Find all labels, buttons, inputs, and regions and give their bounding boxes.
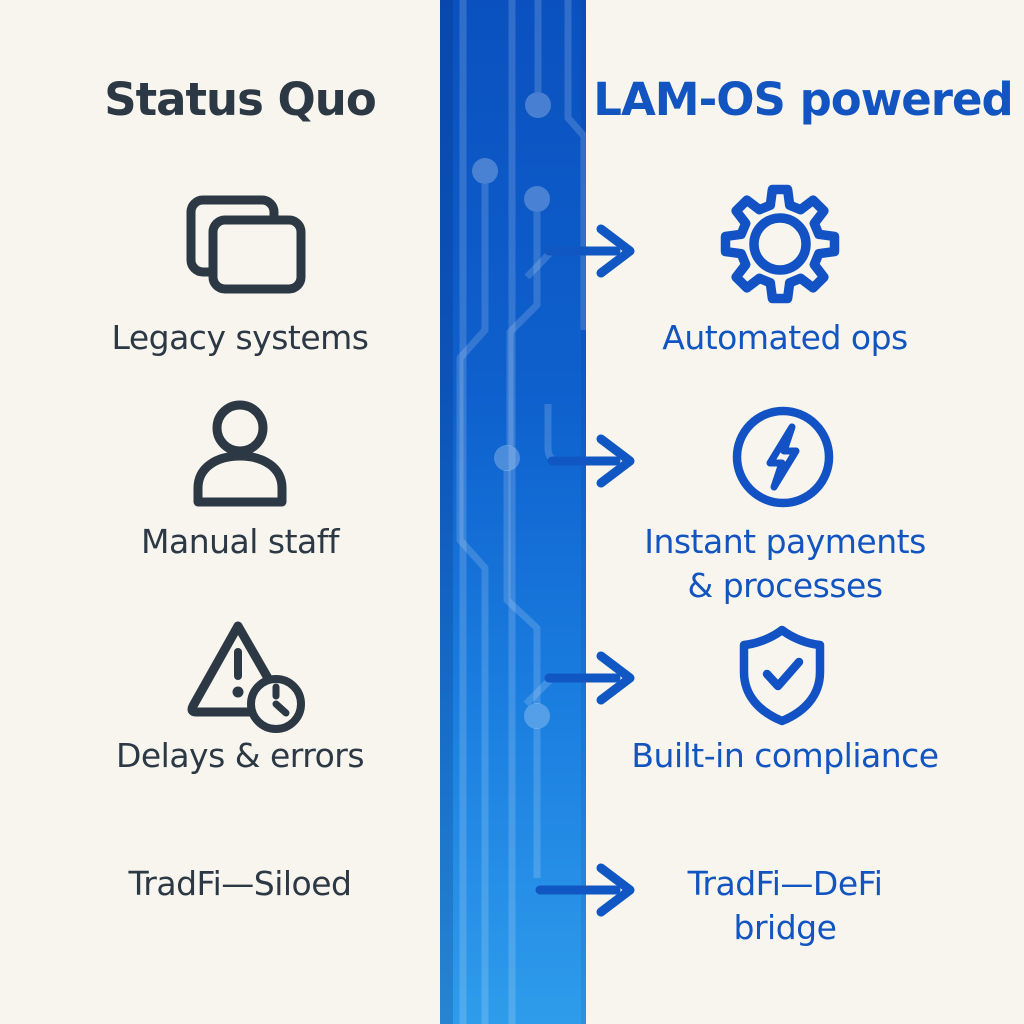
instant-payments-line2: & processes [687,566,883,605]
arrow-built-in-compliance [544,651,635,705]
circuit-nodes [472,92,551,729]
instant-payments-label: Instant payments & processes [585,520,985,608]
legacy-systems-label: Legacy systems [111,318,369,357]
tradfi-siloed-label: TradFi—Siloed [128,864,352,903]
automated-ops-label: Automated ops [585,316,985,360]
tradfi-defi-line2: bridge [733,908,837,947]
legacy-systems-icon [180,180,310,314]
person-icon [175,397,305,531]
automated-ops-line1: Automated ops [662,318,908,357]
shield-check-icon [727,619,837,733]
status-quo-heading: Status Quo [104,73,377,126]
tradfi-defi-bridge-label: TradFi—DeFi bridge [585,862,985,950]
divider-band [440,0,586,1024]
built-in-compliance-line1: Built-in compliance [631,736,939,775]
arrow-automated-ops [544,224,635,278]
warning-clock-icon [175,613,305,747]
instant-payments-line1: Instant payments [644,522,926,561]
tradfi-defi-line1: TradFi—DeFi [687,864,883,903]
lightning-icon [728,402,838,516]
manual-staff-label: Manual staff [141,522,340,561]
gear-icon [718,182,842,310]
built-in-compliance-label: Built-in compliance [585,734,985,778]
lam-os-heading: LAM-OS powered [593,73,1013,126]
delays-errors-label: Delays & errors [115,736,365,775]
arrow-tradfi-defi-bridge [535,863,635,917]
arrow-instant-payments [547,434,635,488]
